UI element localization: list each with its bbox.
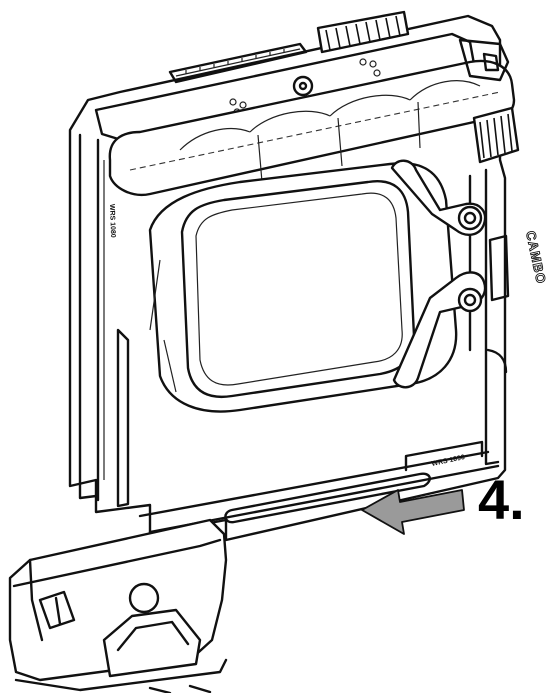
top-knob: [316, 10, 410, 54]
step-number: 4.: [478, 468, 525, 531]
slide-direction-arrow: [361, 489, 465, 535]
lens-window: [148, 162, 458, 413]
side-knob: [472, 106, 520, 164]
locking-levers: [390, 159, 510, 389]
sliding-mount: [8, 518, 228, 693]
part-code-left: WRS 1080: [108, 204, 116, 238]
top-rail: [94, 32, 476, 144]
handle-grip: [108, 38, 516, 197]
brand-label: CAMBO: [523, 230, 548, 286]
